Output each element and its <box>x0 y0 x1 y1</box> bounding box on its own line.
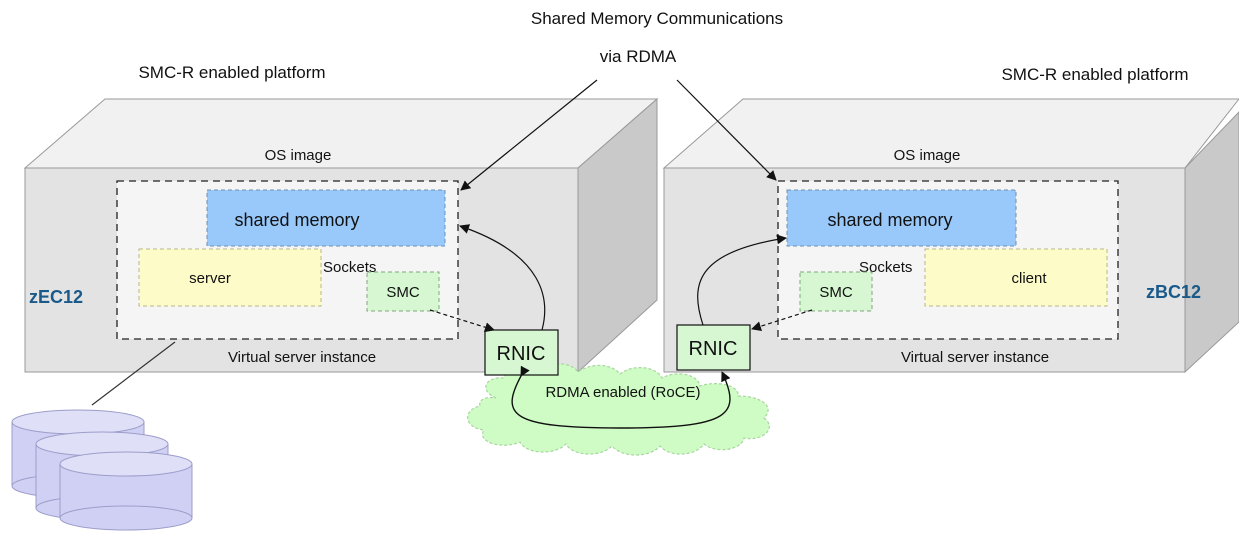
right-shared-memory-box <box>786 189 1017 247</box>
left-shared-memory-box <box>206 189 446 247</box>
left-platform-label: SMC-R enabled platform <box>138 63 325 82</box>
right-client-label: client <box>1011 270 1047 287</box>
right-rnic-box <box>676 324 751 371</box>
right-rnic-to-shared-memory-arrow <box>697 234 787 326</box>
title-arrow-right <box>676 79 777 181</box>
right-rnic-label: RNIC <box>689 338 738 360</box>
left-os-image-label: OS image <box>265 147 332 164</box>
title-arrow-left <box>460 79 598 191</box>
storage-disks <box>11 409 193 531</box>
left-box-top <box>23 98 659 169</box>
left-host-label: zEC12 <box>29 287 83 307</box>
right-platform-label: SMC-R enabled platform <box>1001 65 1188 84</box>
right-host-label: zBC12 <box>1146 282 1201 302</box>
left-smc-label: SMC <box>386 284 420 301</box>
left-rnic-to-shared-memory-arrow <box>459 224 546 331</box>
right-smc-label: SMC <box>819 284 853 301</box>
left-sockets-label: Sockets <box>323 259 376 276</box>
left-server-label: server <box>189 270 231 287</box>
storage-disk <box>59 451 193 531</box>
right-shared-memory-label: shared memory <box>827 210 952 230</box>
right-smc-box <box>799 271 873 312</box>
left-server-box <box>138 248 322 307</box>
right-client-box <box>924 248 1108 307</box>
rdma-link-arrow <box>511 365 731 429</box>
right-vsi-label: Virtual server instance <box>901 349 1049 366</box>
diagram-title-line1: Shared Memory Communications <box>531 9 783 28</box>
right-os-image-label: OS image <box>894 147 961 164</box>
storage-connector-line <box>91 341 176 406</box>
left-smc-box <box>366 271 440 312</box>
left-shared-memory-label: shared memory <box>234 210 359 230</box>
right-smc-to-rnic-arrow <box>751 309 813 332</box>
diagram-title-line2: via RDMA <box>600 47 677 66</box>
roce-network-label: RDMA enabled (RoCE) <box>545 384 700 401</box>
left-rnic-label: RNIC <box>497 343 546 365</box>
left-vsi-label: Virtual server instance <box>228 349 376 366</box>
